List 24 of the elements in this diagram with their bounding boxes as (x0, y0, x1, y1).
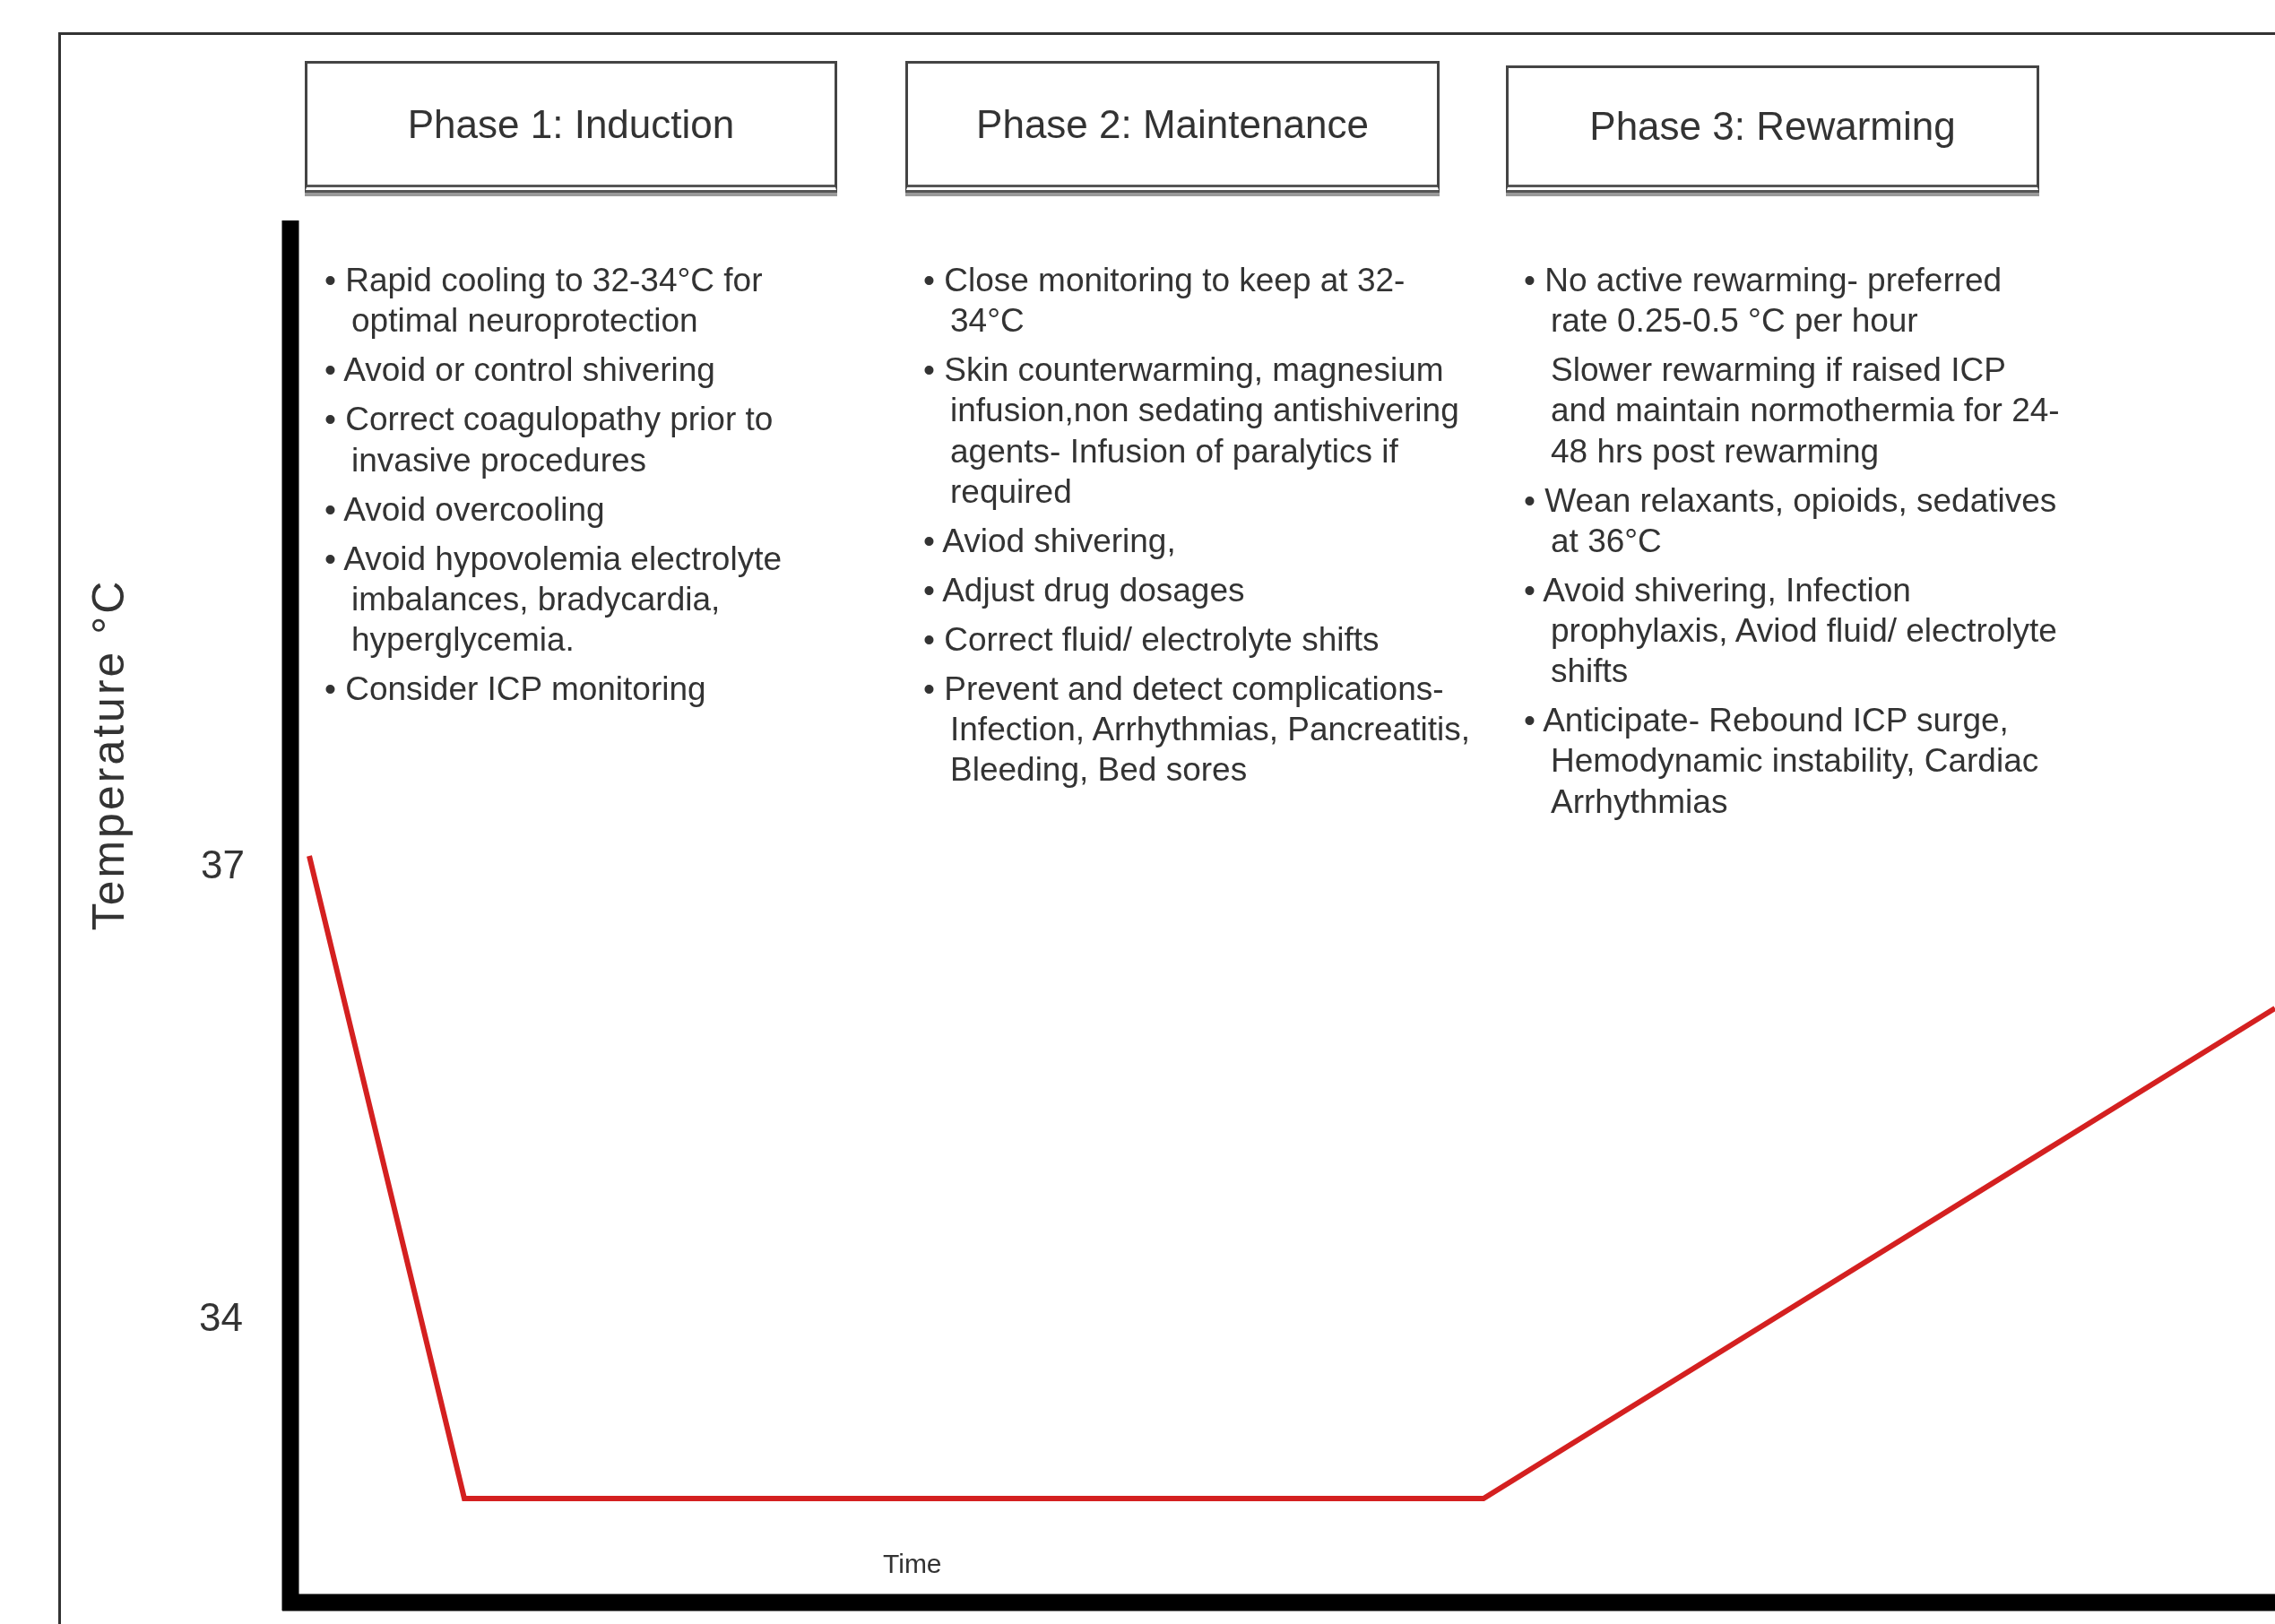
bullet-text: • Anticipate- Rebound ICP surge, Hemodynamic instability, Cardiac Arrhythmias (1524, 701, 2040, 822)
bullet-text: • Avoid hypovolemia electrolyte imbalances, bradycardia, hyperglycemia. (324, 539, 783, 660)
bullet-text: • Adjust drug dosages (923, 570, 1246, 610)
bullet-text: • Correct coagulopathy prior to invasive procedures (324, 400, 774, 480)
bullet-text: • Skin counterwarming, magnesium infusion,non sedating antishivering agents- Infusion of paralytics if required (923, 350, 1460, 512)
bullet-text: • Avoid overcooling (324, 489, 606, 530)
tick-label: 37 (201, 842, 245, 887)
bullet-text: • Prevent and detect complications- Infection, Arrhythmias, Pancreatitis, Bleeding, Bed sores (923, 669, 1471, 790)
axis-title: Time (883, 1549, 942, 1579)
bullet-text: • Avoid or control shivering (324, 350, 716, 391)
phase-title: Phase 2: Maintenance (976, 101, 1369, 147)
bullet-text: • Consider ICP monitoring (324, 669, 707, 710)
bullet-text: • Avoid shivering, Infection prophylaxis, Aviod fluid/ electrolyte shifts (1524, 570, 2058, 692)
phase-title: Phase 1: Induction (407, 101, 735, 147)
axis-title: Temperature °C (82, 578, 134, 931)
bullet-text: • Wean relaxants, opioids, sedatives at 36°C (1524, 480, 2058, 561)
bullet-text: • Aviod shivering, (923, 521, 1177, 561)
phase-title: Phase 3: Rewarming (1589, 104, 1956, 149)
bullet-text: • Close monitoring to keep at 32-34°C (923, 261, 1406, 341)
bullet-text: • Correct fluid/ electrolyte shifts (923, 620, 1380, 660)
bullet-text: • Rapid cooling to 32-34°C for optimal neuroprotection (324, 261, 764, 341)
tick-label: 34 (199, 1295, 243, 1340)
paragraph-text: Slower rewarming if raised ICP and maintain normothermia for 24-48 hrs post rewarming (1550, 350, 2061, 471)
bullet-text: • No active rewarming- preferred rate 0.25-0.5 °C per hour (1524, 261, 2003, 341)
